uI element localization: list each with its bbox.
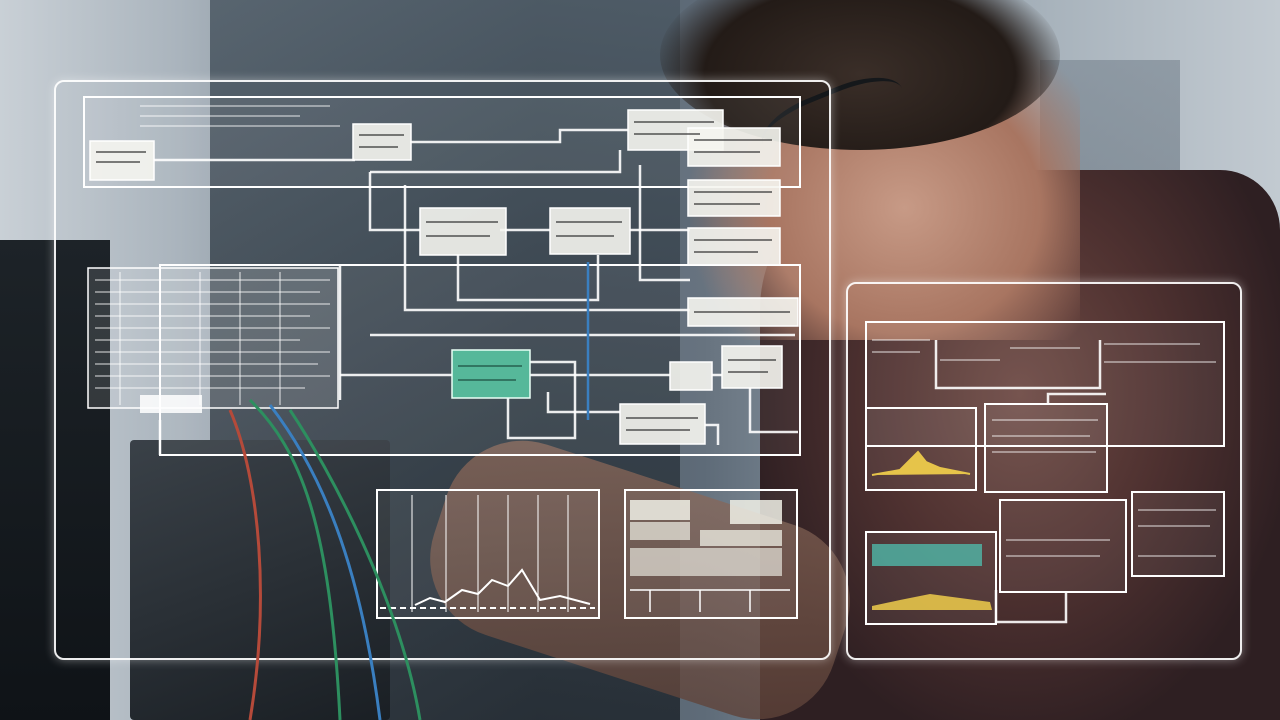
box-text-glyphs xyxy=(96,121,790,431)
side-data-panel xyxy=(846,282,1242,660)
dense-circuit-block xyxy=(87,267,339,413)
label-box xyxy=(687,227,781,266)
highlight-box xyxy=(451,349,531,399)
label-box xyxy=(352,123,412,161)
table-widget xyxy=(624,489,798,619)
bar-chart-widget xyxy=(376,489,600,619)
cable-bundle xyxy=(228,262,590,720)
person-hair xyxy=(660,0,1060,150)
label-box xyxy=(89,140,155,181)
label-box xyxy=(669,361,713,391)
label-box xyxy=(687,179,781,217)
schematic-wires xyxy=(154,128,798,455)
main-schematic-panel xyxy=(54,80,831,660)
label-box xyxy=(721,345,783,389)
label-box xyxy=(619,403,706,445)
label-box xyxy=(549,207,631,255)
label-box xyxy=(687,127,781,167)
top-text-strip xyxy=(140,105,340,127)
label-box xyxy=(419,207,507,256)
side-panel-schematic xyxy=(865,321,1225,625)
schematic-text-boxes xyxy=(89,109,799,445)
side-panel-text xyxy=(872,339,1216,557)
